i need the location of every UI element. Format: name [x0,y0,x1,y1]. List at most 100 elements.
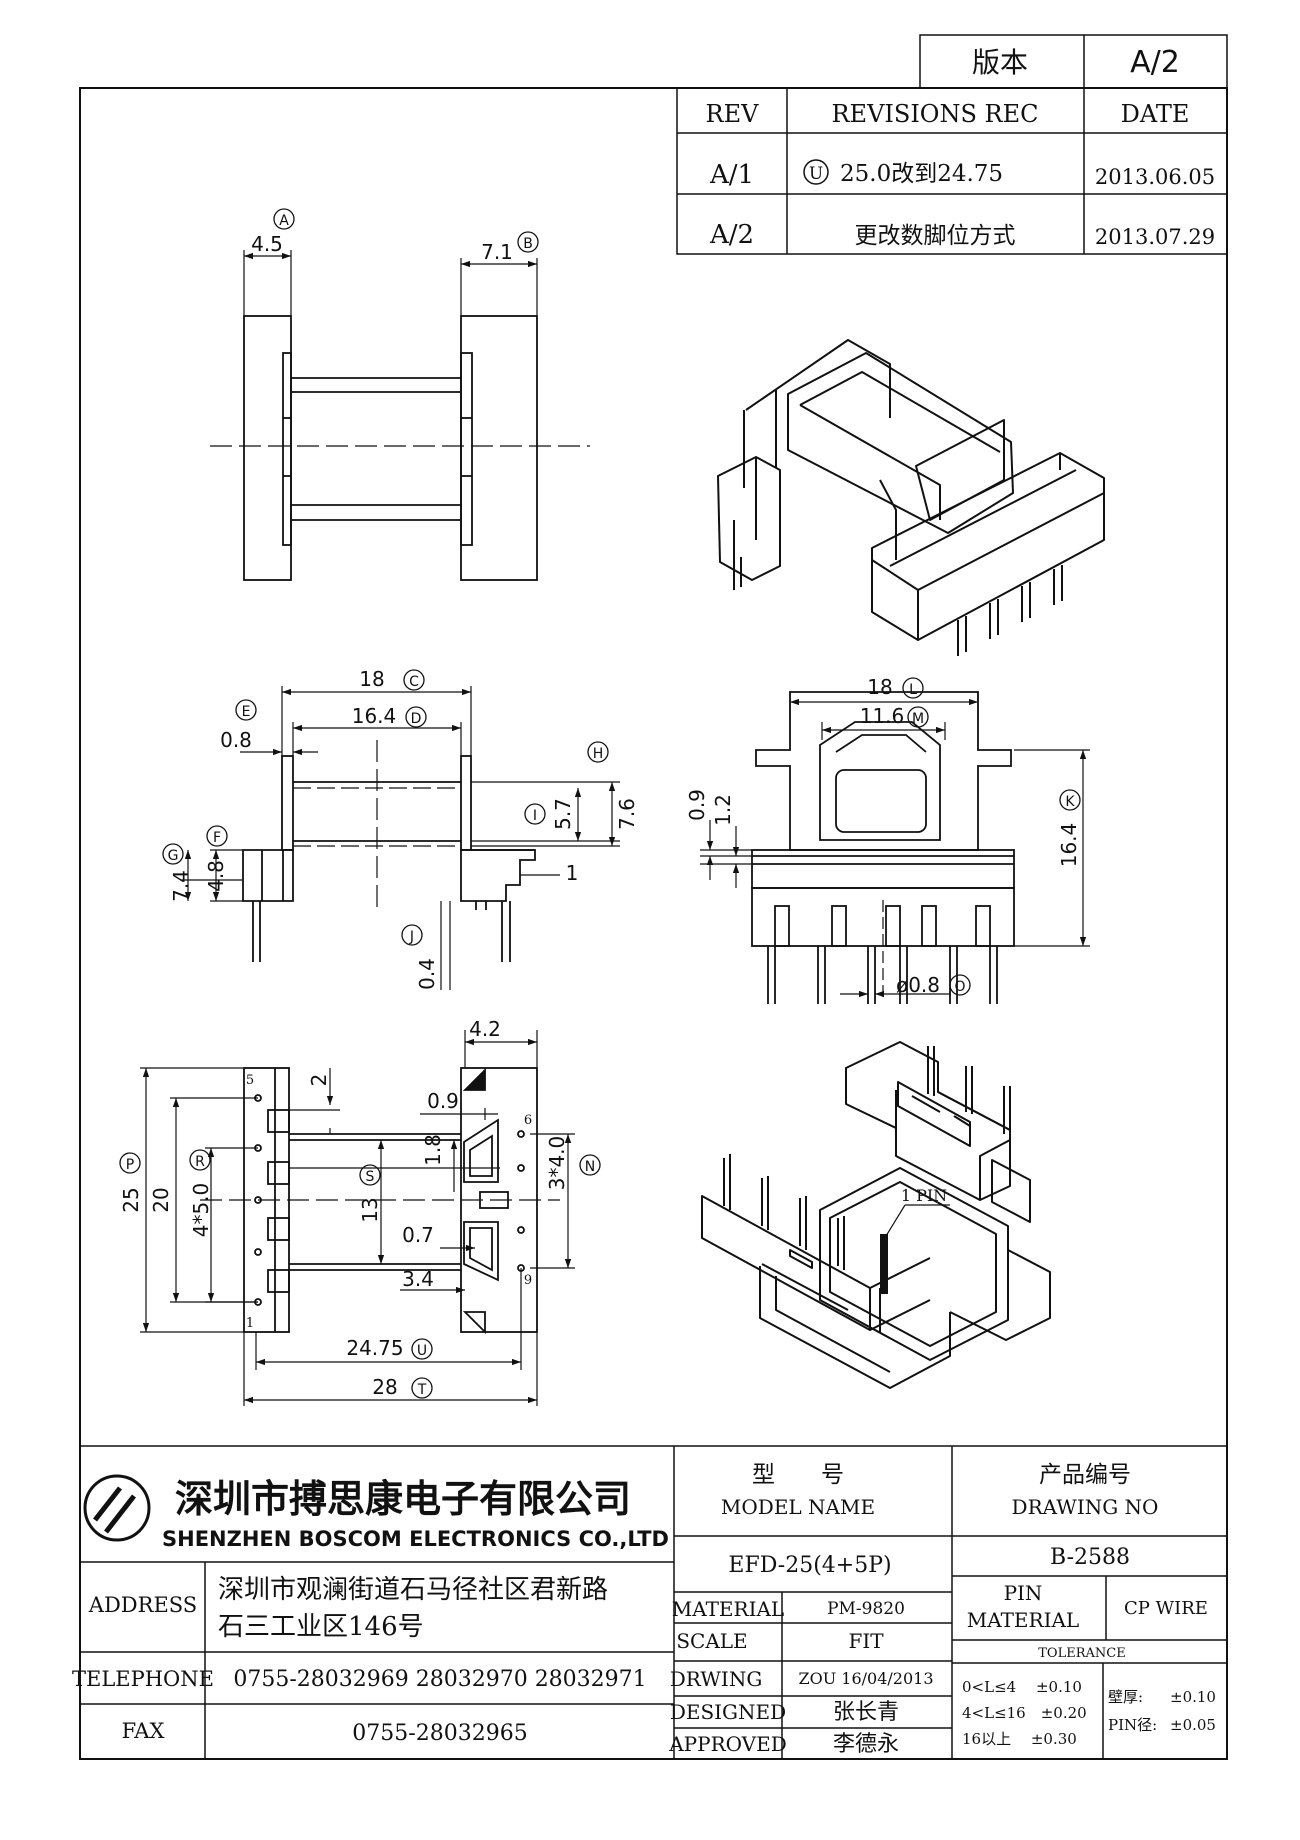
dim-G-value: 7.4 [169,870,193,902]
dim-P-letter: P [126,1157,134,1173]
dim-O-letter: O [954,979,965,995]
dim-M-value: 11.6 [860,704,905,728]
dim-U-marker [411,1338,433,1360]
dim-T-letter: T [417,1382,427,1398]
tolerance-label: TOLERANCE [1038,1646,1125,1661]
dim-D-value: 16.4 [352,704,397,728]
dim-A-value: 4.5 [251,232,283,256]
front-view [751,691,1015,1004]
pin-diameter-value: ±0.05 [1170,1716,1216,1734]
dim-front-0-9: 0.9 [685,789,709,821]
drawing-border [79,87,1228,1760]
dim-I-value: 5.7 [551,798,575,830]
dim-H-letter: H [593,746,604,762]
isometric-view-bottom [701,1041,1051,1389]
dim-T-marker [411,1377,433,1399]
side-view [242,740,536,962]
dim-A-marker [273,208,295,230]
dim-M-marker [907,706,929,728]
dim-I-letter: I [533,808,537,824]
dim-G-letter: G [168,848,179,864]
dim-R-value: 4*5.0 [189,1183,213,1238]
drwing-value: ZOU 16/04/2013 [798,1669,933,1688]
dim-I-marker [524,803,546,825]
top-view-dims [243,250,538,316]
scale-label: SCALE [676,1629,747,1653]
dim-bot-4-2: 4.2 [469,1017,501,1041]
revision-date-1: 2013.06.05 [1095,165,1215,189]
revision-rec-1: 25.0改到24.75 [840,161,1003,187]
dim-S-value: 13 [358,1197,382,1222]
material-label: MATERIAL [672,1597,784,1621]
dim-H-marker [587,741,609,763]
telephone-value: 0755-28032969 28032970 28032971 [233,1667,646,1692]
dim-D-letter: D [411,711,422,727]
dim-bot-3-4: 3.4 [402,1267,434,1291]
isometric-view-top-pins [733,557,1063,656]
isometric-view-bottom-pins [723,1046,1011,1270]
isometric-view-top [717,339,1105,641]
pin-number-6: 6 [524,1113,532,1128]
company-logo [83,1474,151,1542]
dim-J-letter: J [409,929,414,945]
pin-material-value: CP WIRE [1124,1598,1208,1619]
pin-material-label-1: PIN [1004,1581,1043,1605]
dim-N-marker [579,1154,601,1176]
version-label: 版本 [972,46,1028,79]
revision-rev-1: A/1 [709,160,754,190]
pin-number-1: 1 [246,1316,254,1331]
fax-value: 0755-28032965 [352,1721,527,1746]
dim-M-letter: M [912,711,924,727]
revision-table [676,87,1228,255]
drawing-no-label-en: DRAWING NO [1012,1495,1159,1519]
wall-thickness-label: 壁厚: [1108,1688,1143,1706]
dim-K-letter: K [1065,794,1075,810]
drawing-no-value: B-2588 [1050,1545,1130,1570]
side-view-dims [180,686,620,990]
dim-front-1-2: 1.2 [711,794,735,826]
revision-rev-2: A/2 [709,220,754,250]
tolerance-row-1: 0<L≤4 ±0.10 [962,1678,1082,1696]
telephone-label: TELEPHONE [72,1667,214,1691]
dim-H-value: 7.6 [615,798,639,830]
dim-E-value: 0.8 [220,728,252,752]
revision-header-rev: REV [706,100,760,128]
dim-F-letter: F [213,830,221,846]
dim-step-1-value: 1 [566,861,579,885]
dim-B-letter: B [523,236,533,252]
fax-label: FAX [122,1719,165,1743]
dim-S-marker [359,1164,381,1186]
dim-K-marker [1059,789,1081,811]
dim-O-value: ø0.8 [896,973,940,997]
model-value: EFD-25(4+5P) [728,1553,891,1578]
dim-E-marker [235,699,257,721]
dim-S-letter: S [366,1169,375,1185]
company-logo-stripes [93,1486,136,1534]
pin-diameter-label: PIN径: [1108,1716,1157,1734]
bottom-view-dims [140,1030,575,1406]
approved-label: APPROVED [668,1732,787,1756]
pin-material-label-2: MATERIAL [967,1608,1079,1632]
material-value: PM-9820 [827,1599,905,1619]
dim-C-letter: C [409,674,419,690]
company-name-cn: 深圳市搏思康电子有限公司 [175,1476,631,1521]
top-view [210,315,590,581]
dim-P-marker [119,1152,141,1174]
scale-value: FIT [848,1629,884,1653]
revision-header-date: DATE [1121,100,1190,128]
version-box [919,34,1228,89]
dim-C-value: 18 [359,667,384,691]
revision-u-letter: U [809,164,823,184]
dim-O-marker [949,974,971,996]
pin-number-5: 5 [246,1073,254,1088]
revision-date-2: 2013.07.29 [1095,225,1215,249]
front-view-dims [700,692,1090,1004]
dim-L-letter: L [909,682,917,698]
wall-thickness-value: ±0.10 [1170,1688,1216,1706]
pin-one-marker [880,1234,888,1294]
dim-R-marker [189,1149,211,1171]
address-line1: 深圳市观澜街道石马径社区君新路 [218,1575,608,1605]
dim-J-value: 0.4 [415,958,439,990]
dim-C-marker [403,669,425,691]
